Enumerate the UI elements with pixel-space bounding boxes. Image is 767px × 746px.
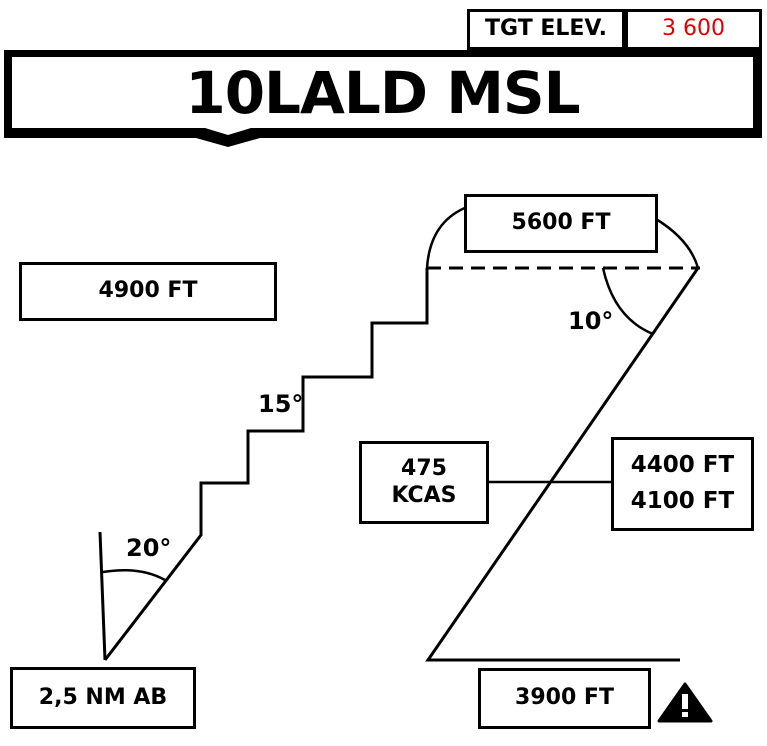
climb-path <box>103 268 429 661</box>
tgt-elev-label: TGT ELEV. <box>485 16 607 42</box>
gate-altitude-upper: 4400 FT <box>630 452 735 479</box>
tgt-elev-label-box: TGT ELEV. <box>467 9 625 50</box>
initial-angle-label: 20° <box>126 534 172 562</box>
dive-angle-arc <box>601 267 654 336</box>
apex-arc-right <box>655 217 700 269</box>
speed-box: 475 KCAS <box>359 441 489 524</box>
release-altitude: 3900 FT <box>515 685 614 711</box>
warning-triangle-icon <box>657 682 713 723</box>
dive-angle-label: 10° <box>568 307 614 335</box>
title-banner-chevron-fill <box>205 128 251 135</box>
initial-angle-arc <box>102 568 166 582</box>
apex-arc-left <box>425 205 468 269</box>
initial-reference-line <box>98 531 107 661</box>
climb-angle-label: 15° <box>258 390 304 418</box>
tgt-elev-value: 3 600 <box>662 16 725 42</box>
dive-path <box>425 267 700 662</box>
gate-altitude-box: 4400 FT 4100 FT <box>611 437 754 531</box>
speed-unit: KCAS <box>391 482 457 508</box>
left-altitude-box: 4900 FT <box>19 262 277 321</box>
apex-altitude: 5600 FT <box>511 210 611 236</box>
tgt-elev-value-box: 3 600 <box>625 9 762 50</box>
left-altitude: 4900 FT <box>98 278 198 304</box>
start-point-box: 2,5 NM AB <box>10 667 196 729</box>
release-altitude-box: 3900 FT <box>478 668 651 729</box>
page-title: 10LALD MSL <box>185 59 580 127</box>
gate-altitude-lower: 4100 FT <box>630 488 735 514</box>
speed-value: 475 <box>401 456 447 482</box>
title-banner-inner <box>12 57 753 128</box>
start-point-label: 2,5 NM AB <box>38 684 168 710</box>
apex-altitude-box: 5600 FT <box>464 194 658 253</box>
